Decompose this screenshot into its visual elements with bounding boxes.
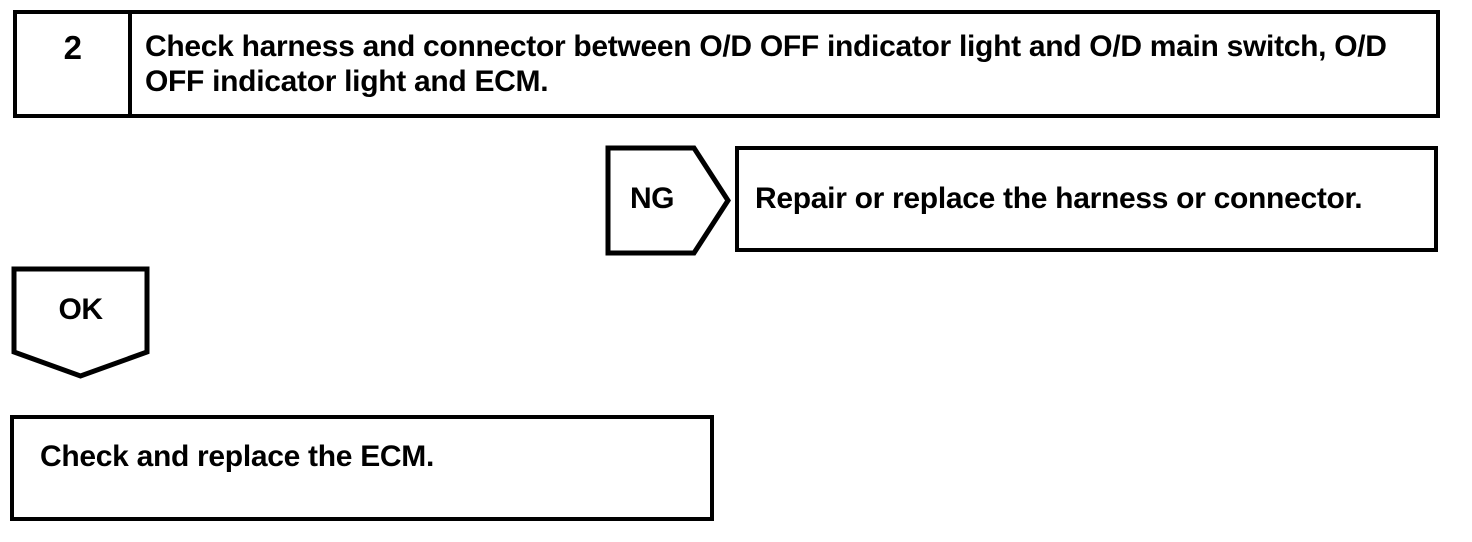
step-instruction-cell: Check harness and connector between O/D … (132, 14, 1436, 114)
ng-arrow-pentagon-icon (605, 145, 731, 256)
ok-arrow-pentagon-icon (11, 266, 150, 379)
ng-result-text: Repair or replace the harness or connect… (755, 182, 1363, 215)
ok-connector: OK (11, 266, 150, 379)
ok-label: OK (58, 293, 104, 326)
ng-connector: NG (605, 145, 732, 256)
step-instruction-text: Check harness and connector between O/D … (145, 30, 1387, 98)
step-box: 2 Check harness and connector between O/… (13, 10, 1440, 118)
step-number: 2 (63, 29, 82, 66)
step-number-cell: 2 (17, 14, 132, 114)
ng-label: NG (630, 181, 675, 215)
final-result-box: Check and replace the ECM. (10, 415, 714, 521)
final-result-text: Check and replace the ECM. (40, 440, 434, 473)
ng-result-box: Repair or replace the harness or connect… (735, 146, 1438, 252)
